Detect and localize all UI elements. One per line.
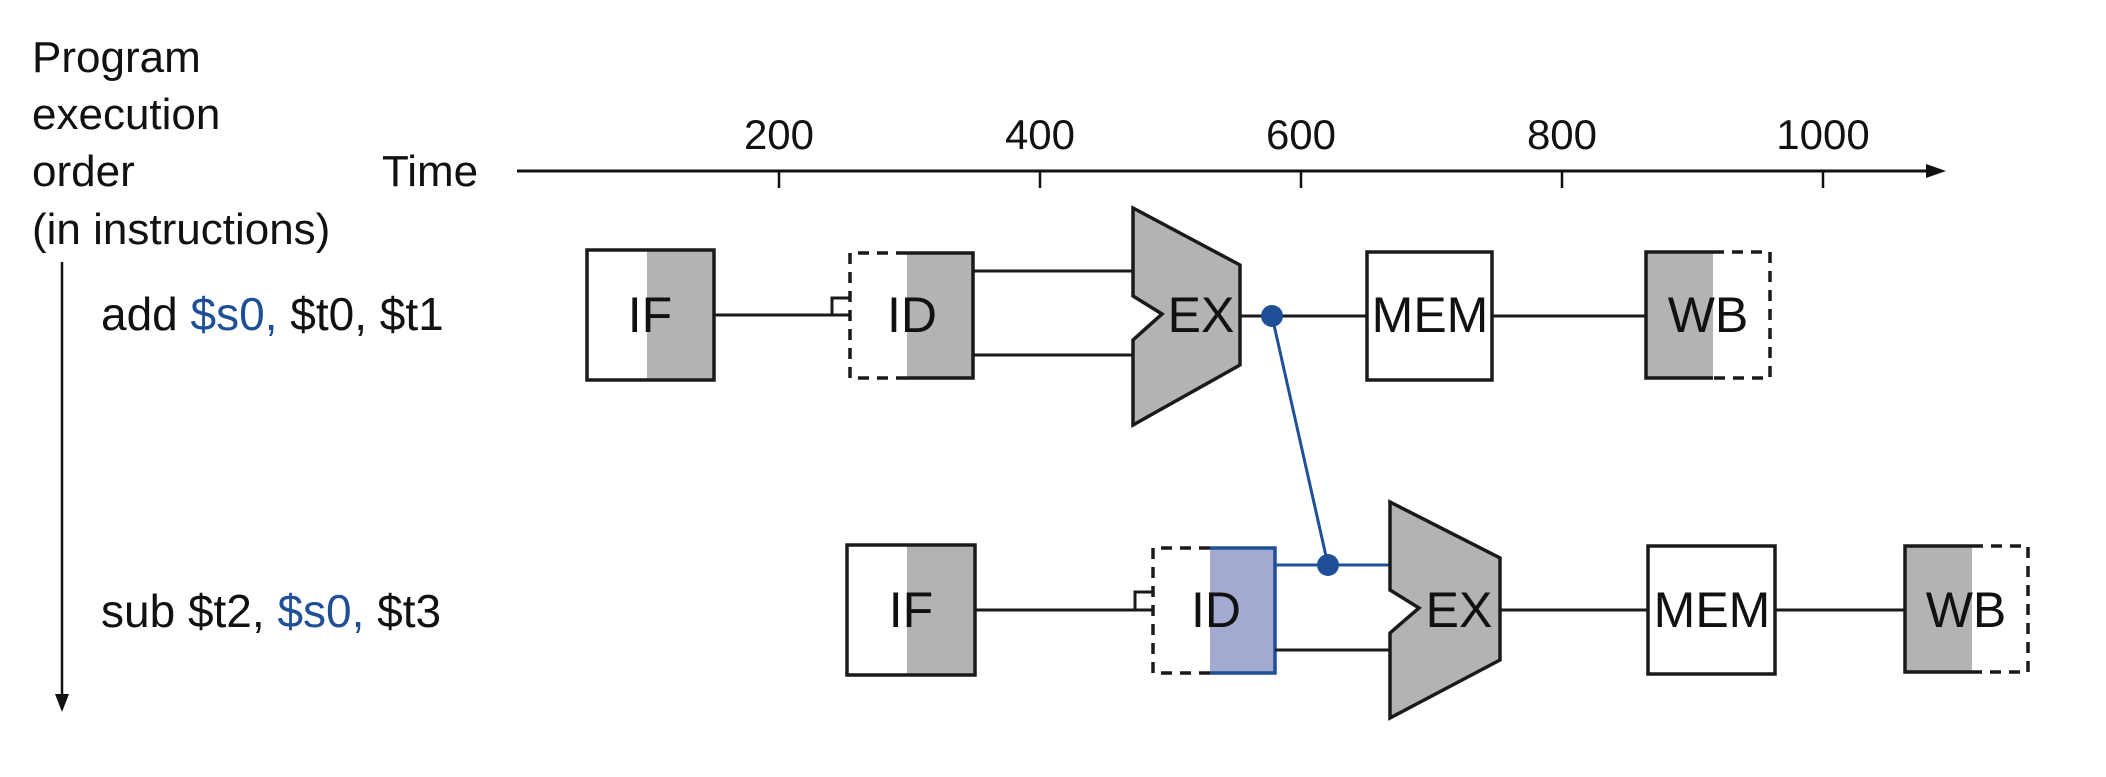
title-line-3: order xyxy=(32,147,135,196)
program-order-arrow xyxy=(55,262,69,712)
time-tick-label: 1000 xyxy=(1776,111,1869,158)
stage-id-highlighted: ID xyxy=(1151,546,1277,675)
stage-wb-label: WB xyxy=(1926,582,2007,638)
instruction-add: add $s0, $t0, $t1 xyxy=(101,288,444,340)
sub-part-0: sub $t2, xyxy=(101,585,277,637)
title-line-4: (in instructions) xyxy=(32,205,330,254)
stage-if-label: IF xyxy=(889,582,933,638)
title-line-1: Program xyxy=(32,33,201,82)
stage-id-label: ID xyxy=(1191,582,1241,638)
arrow-down-icon xyxy=(55,694,69,712)
arrow-right-icon xyxy=(1926,164,1946,178)
time-tick-label: 200 xyxy=(744,111,814,158)
stage-if-label: IF xyxy=(628,287,672,343)
stage-id-label: ID xyxy=(887,287,937,343)
stage-if: IF xyxy=(585,248,716,382)
stage-id: ID xyxy=(848,251,975,380)
stage-mem: MEM xyxy=(1365,250,1494,382)
sub-part-2: $t3 xyxy=(364,585,441,637)
add-part-2: $t0, $t1 xyxy=(277,288,443,340)
forward-source-dot xyxy=(1261,305,1283,327)
stage-mem: MEM xyxy=(1646,544,1777,676)
add-part-0: add xyxy=(101,288,191,340)
pipeline-row-add: IF ID EX MEM xyxy=(585,205,1772,428)
stage-ex-alu: EX xyxy=(1388,499,1502,721)
forwarding-path xyxy=(1261,305,1339,576)
title-line-2: execution xyxy=(32,90,220,139)
stage-wb-label: WB xyxy=(1668,287,1749,343)
time-tick-label: 600 xyxy=(1266,111,1336,158)
program-order-title: Program execution order (in instructions… xyxy=(32,33,330,254)
sub-src-register: $s0, xyxy=(277,585,364,637)
stage-ex-label: EX xyxy=(1426,582,1493,638)
forward-dest-dot xyxy=(1317,554,1339,576)
time-axis-label: Time xyxy=(382,147,478,196)
stage-wb: WB xyxy=(1903,544,2030,674)
instruction-sub: sub $t2, $s0, $t3 xyxy=(101,585,441,637)
stage-ex-label: EX xyxy=(1168,287,1235,343)
stage-if: IF xyxy=(845,543,977,677)
time-tick-label: 800 xyxy=(1527,111,1597,158)
stage-mem-label: MEM xyxy=(1372,287,1489,343)
stage-mem-label: MEM xyxy=(1654,582,1771,638)
add-dest-register: $s0, xyxy=(191,288,278,340)
instruction-labels: add $s0, $t0, $t1 sub $t2, $s0, $t3 xyxy=(101,288,444,637)
time-tick-label: 400 xyxy=(1005,111,1075,158)
stage-wb: WB xyxy=(1644,250,1772,380)
time-axis: Time 200 400 600 800 1000 xyxy=(382,111,1946,196)
stage-ex-alu: EX xyxy=(1131,205,1242,428)
pipeline-row-sub: IF ID EX MEM xyxy=(845,499,2030,721)
